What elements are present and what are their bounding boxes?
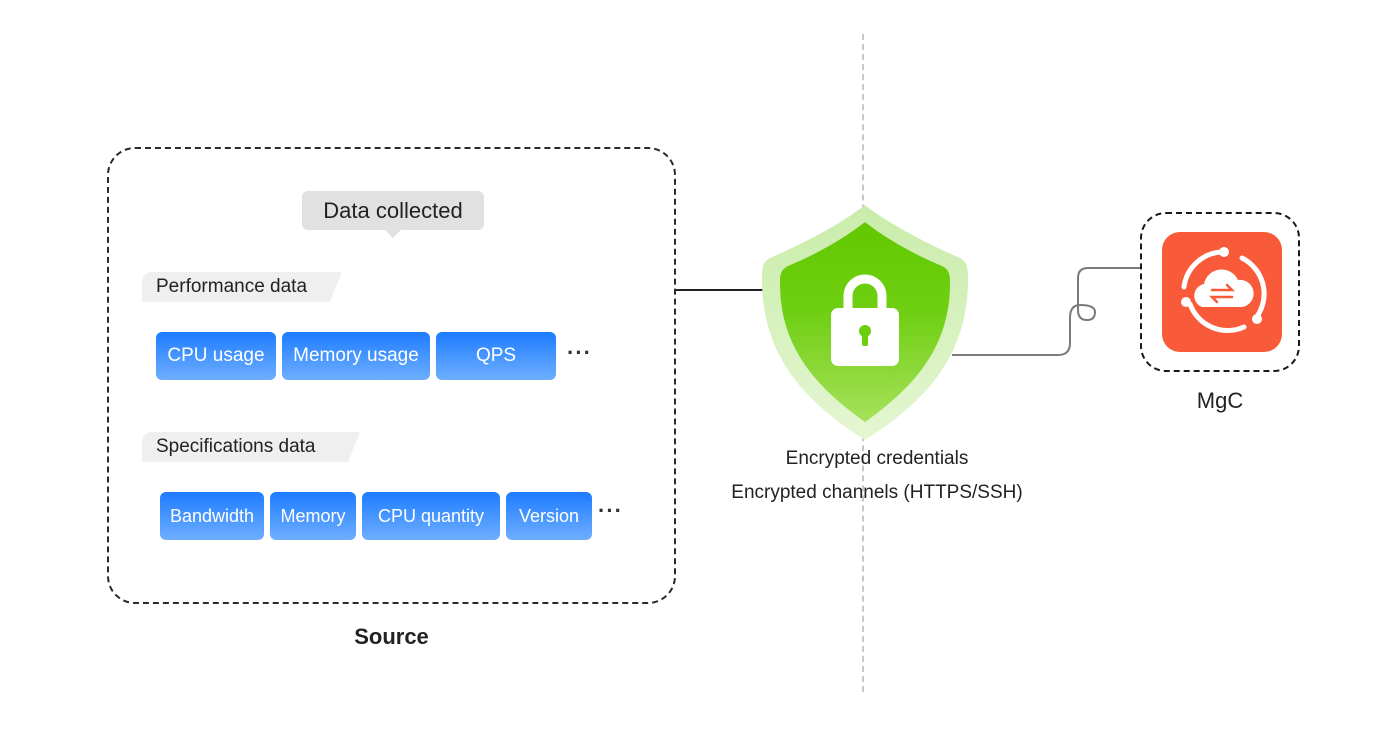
mgc-container xyxy=(1140,212,1300,372)
chip-qps: QPS xyxy=(436,332,556,380)
cloud-sync-icon xyxy=(1162,232,1282,352)
source-container xyxy=(107,147,676,604)
shield-lock-icon xyxy=(762,205,968,440)
chip-memory-usage: Memory usage xyxy=(282,332,430,380)
performance-more-ellipsis: ··· xyxy=(567,340,592,365)
specifications-data-label: Specifications data xyxy=(142,432,360,462)
source-title: Source xyxy=(354,624,429,649)
data-collected-bubble: Data collected xyxy=(302,191,484,230)
data-collected-label: Data collected xyxy=(323,197,463,223)
chip-label: Memory usage xyxy=(293,345,419,366)
caption-encrypted-channels: Encrypted channels (HTTPS/SSH) xyxy=(731,482,1023,503)
mgc-label: MgC xyxy=(1196,388,1244,413)
chip-bandwidth: Bandwidth xyxy=(160,492,264,540)
performance-data-label: Performance data xyxy=(142,272,342,302)
chip-label: Bandwidth xyxy=(169,505,255,526)
performance-data-text: Performance data xyxy=(156,276,308,297)
chip-label: Memory xyxy=(280,505,346,526)
chip-cpu-usage: CPU usage xyxy=(156,332,276,380)
bubble-tail xyxy=(385,230,401,238)
specifications-data-text: Specifications data xyxy=(156,436,316,457)
caption-encrypted-credentials: Encrypted credentials xyxy=(785,448,969,469)
chip-label: Version xyxy=(518,505,580,526)
connector-source-to-shield xyxy=(676,289,766,291)
chip-label: CPU quantity xyxy=(377,505,485,526)
connector-shield-to-mgc xyxy=(952,267,1142,356)
chip-memory: Memory xyxy=(270,492,356,540)
padlock-glyph xyxy=(831,274,899,366)
chip-version: Version xyxy=(506,492,592,540)
chip-cpu-quantity: CPU quantity xyxy=(362,492,500,540)
chip-label: QPS xyxy=(475,345,517,366)
chip-label: CPU usage xyxy=(167,345,265,366)
specifications-more-ellipsis: ··· xyxy=(598,498,623,523)
